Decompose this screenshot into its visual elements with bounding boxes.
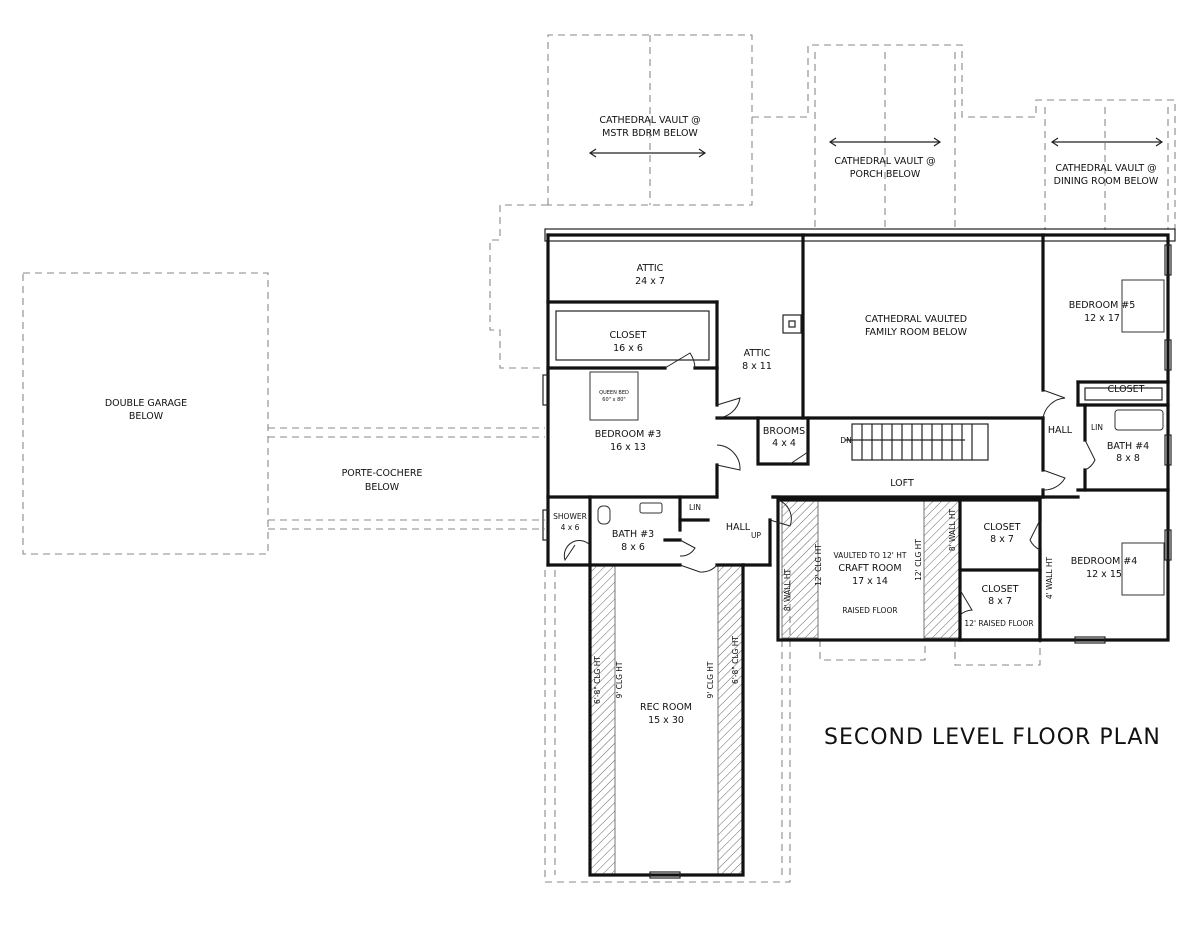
bed-icon bbox=[589, 371, 639, 421]
attic-1-name: ATTIC bbox=[637, 263, 664, 274]
ceiling-ht-68-left: 6'-8" CLG HT bbox=[593, 656, 602, 704]
ceiling-ht-12-right: 12' CLG HT bbox=[914, 539, 923, 581]
hall-left-label: HALL bbox=[726, 522, 751, 533]
bath-3-dim: 8 x 6 bbox=[621, 542, 645, 553]
closet-b5-label: CLOSET bbox=[1108, 384, 1145, 395]
stair-down-label: DN bbox=[840, 436, 851, 445]
room-labels: CATHEDRAL VAULT @ MSTR BDRM BELOW CATHED… bbox=[105, 115, 1159, 726]
brooms-name: BROOMS bbox=[763, 426, 805, 437]
vault-mstr-label-2: MSTR BDRM BELOW bbox=[602, 128, 698, 139]
garage-outline bbox=[22, 272, 269, 555]
closet-3-dim: 8 x 7 bbox=[988, 596, 1012, 607]
closet-3-name: CLOSET bbox=[982, 584, 1019, 595]
walls bbox=[544, 228, 1176, 877]
wall-ht-4: 4' WALL HT bbox=[1045, 556, 1054, 599]
bedroom-3-name: BEDROOM #3 bbox=[595, 429, 662, 440]
loft-label: LOFT bbox=[890, 478, 914, 489]
bed-3-label: QUEEN BED bbox=[599, 390, 629, 396]
windows bbox=[542, 244, 1172, 879]
bed-icon bbox=[1121, 279, 1165, 333]
porte-cochere-label-1: PORTE-COCHERE bbox=[342, 468, 423, 479]
craft-room-name: CRAFT ROOM bbox=[838, 563, 901, 574]
brooms-dim: 4 x 4 bbox=[772, 438, 796, 449]
bed-icon bbox=[1121, 542, 1165, 596]
vault-arrows bbox=[588, 137, 1164, 158]
rec-room-dim: 15 x 30 bbox=[648, 715, 684, 726]
hall-right-label: HALL bbox=[1048, 425, 1073, 436]
bath-4-name: BATH #4 bbox=[1107, 441, 1149, 452]
garage-label-1: DOUBLE GARAGE bbox=[105, 398, 187, 409]
craft-room-dim: 17 x 14 bbox=[852, 576, 888, 587]
bedroom-5-name: BEDROOM #5 bbox=[1069, 300, 1136, 311]
attic-2-name: ATTIC bbox=[744, 348, 771, 359]
attic-1-dim: 24 x 7 bbox=[635, 276, 665, 287]
garage-label-2: BELOW bbox=[129, 411, 164, 422]
vault-mstr-label-1: CATHEDRAL VAULT @ bbox=[599, 115, 700, 126]
bath-4-dim: 8 x 8 bbox=[1116, 453, 1140, 464]
shower-dim: 4 x 6 bbox=[561, 523, 580, 532]
craft-vault-note: VAULTED TO 12' HT bbox=[834, 551, 907, 560]
bedroom-4-dim: 12 x 15 bbox=[1086, 569, 1122, 580]
closet-2-dim: 8 x 7 bbox=[990, 534, 1014, 545]
ceiling-ht-9-right: 9' CLG HT bbox=[706, 661, 715, 698]
wall-ht-8-left: 8' WALL HT bbox=[783, 568, 792, 611]
ceiling-ht-9-left: 9' CLG HT bbox=[615, 661, 624, 698]
closet-16x6-name: CLOSET bbox=[610, 330, 647, 341]
lin-right-label: LIN bbox=[1091, 423, 1103, 432]
stair-treads bbox=[845, 424, 973, 460]
family-label-2: FAMILY ROOM BELOW bbox=[865, 327, 968, 338]
closet-2-name: CLOSET bbox=[984, 522, 1021, 533]
lin-left-label: LIN bbox=[689, 503, 701, 512]
rec-room-name: REC ROOM bbox=[640, 702, 692, 713]
raised-floor-label: RAISED FLOOR bbox=[842, 606, 897, 615]
closet-16x6-dim: 16 x 6 bbox=[613, 343, 643, 354]
bedroom-3-dim: 16 x 13 bbox=[610, 442, 646, 453]
vault-porch-label-1: CATHEDRAL VAULT @ bbox=[834, 156, 935, 167]
attic-2-dim: 8 x 11 bbox=[742, 361, 772, 372]
vault-dining-label-1: CATHEDRAL VAULT @ bbox=[1055, 163, 1156, 174]
ceiling-ht-68-right: 6'-8" CLG HT bbox=[731, 636, 740, 684]
beds bbox=[589, 279, 1165, 596]
ceiling-ht-12-left: 12' CLG HT bbox=[814, 544, 823, 586]
raised-floor-12-label: 12' RAISED FLOOR bbox=[964, 619, 1033, 628]
shower-name: SHOWER bbox=[553, 512, 587, 521]
below-outlines bbox=[22, 34, 1176, 883]
bed-3-dim: 60" x 80" bbox=[602, 397, 625, 403]
bedroom-4-name: BEDROOM #4 bbox=[1071, 556, 1138, 567]
bedroom-5-dim: 12 x 17 bbox=[1084, 313, 1120, 324]
doors bbox=[563, 352, 1096, 616]
vault-dining-label-2: DINING ROOM BELOW bbox=[1054, 176, 1159, 187]
stair-up-label: UP bbox=[751, 531, 761, 540]
porte-cochere-label-2: BELOW bbox=[365, 482, 400, 493]
wall-ht-8-right: 8' WALL HT bbox=[948, 508, 957, 551]
vault-porch-label-2: PORCH BELOW bbox=[850, 169, 921, 180]
bath-3-name: BATH #3 bbox=[612, 529, 654, 540]
family-label-1: CATHEDRAL VAULTED bbox=[865, 314, 967, 325]
plan-title: SECOND LEVEL FLOOR PLAN bbox=[824, 725, 1161, 750]
